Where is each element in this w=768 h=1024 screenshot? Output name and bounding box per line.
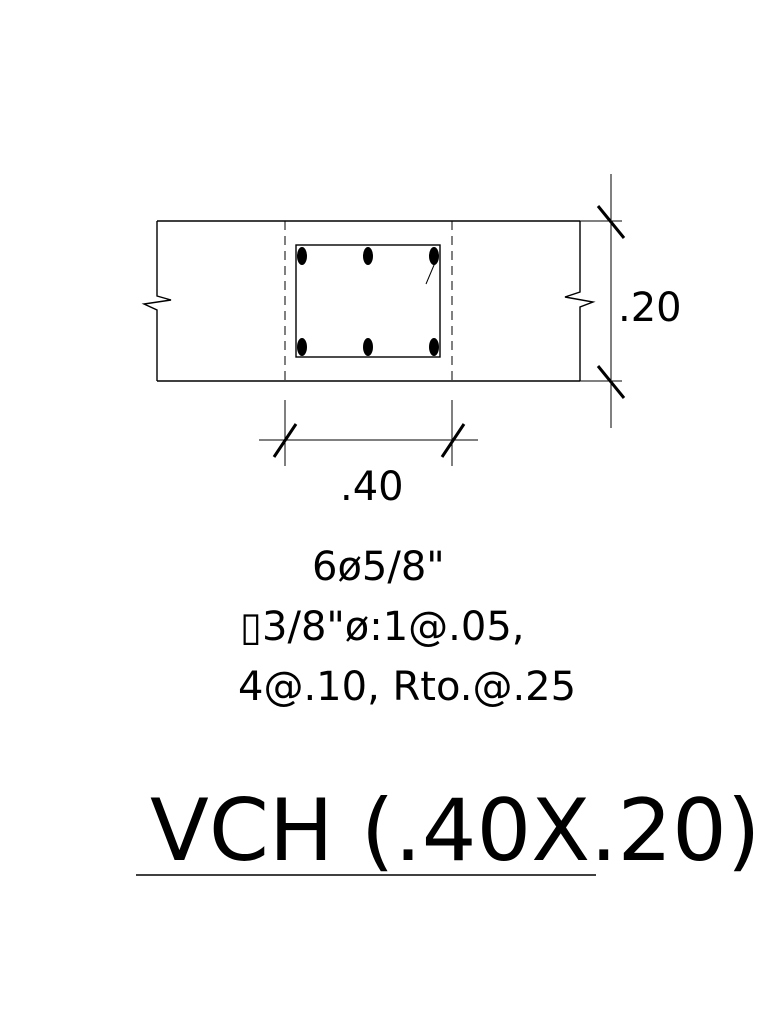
stirrup-spec-line2: 4@.10, Rto.@.25 [238, 664, 576, 710]
rebar [363, 338, 373, 356]
height-dimension-label: .20 [618, 285, 682, 331]
longitudinal-rebar-spec: 6ø5/8" [312, 544, 445, 590]
rebar [429, 247, 439, 265]
width-dimension-label: .40 [340, 464, 404, 510]
wall-outline [141, 220, 596, 382]
stirrup-spec-line1: ▯3/8"ø:1@.05, [240, 604, 525, 650]
rebar-group [297, 247, 439, 356]
width-dimension: .40 [259, 400, 478, 510]
rebar [429, 338, 439, 356]
left-break-mark [141, 221, 172, 381]
stirrup [295, 244, 441, 358]
height-dimension: .20 [580, 174, 682, 428]
dimension-tick [596, 205, 626, 239]
rebar [297, 247, 307, 265]
rebar [297, 338, 307, 356]
rebar [363, 247, 373, 265]
dimension-tick [596, 365, 626, 399]
dimension-tick [440, 423, 466, 458]
section-title: VCH (.40X.20) [150, 781, 760, 881]
dimension-tick [272, 423, 298, 458]
right-break-mark [564, 221, 596, 381]
